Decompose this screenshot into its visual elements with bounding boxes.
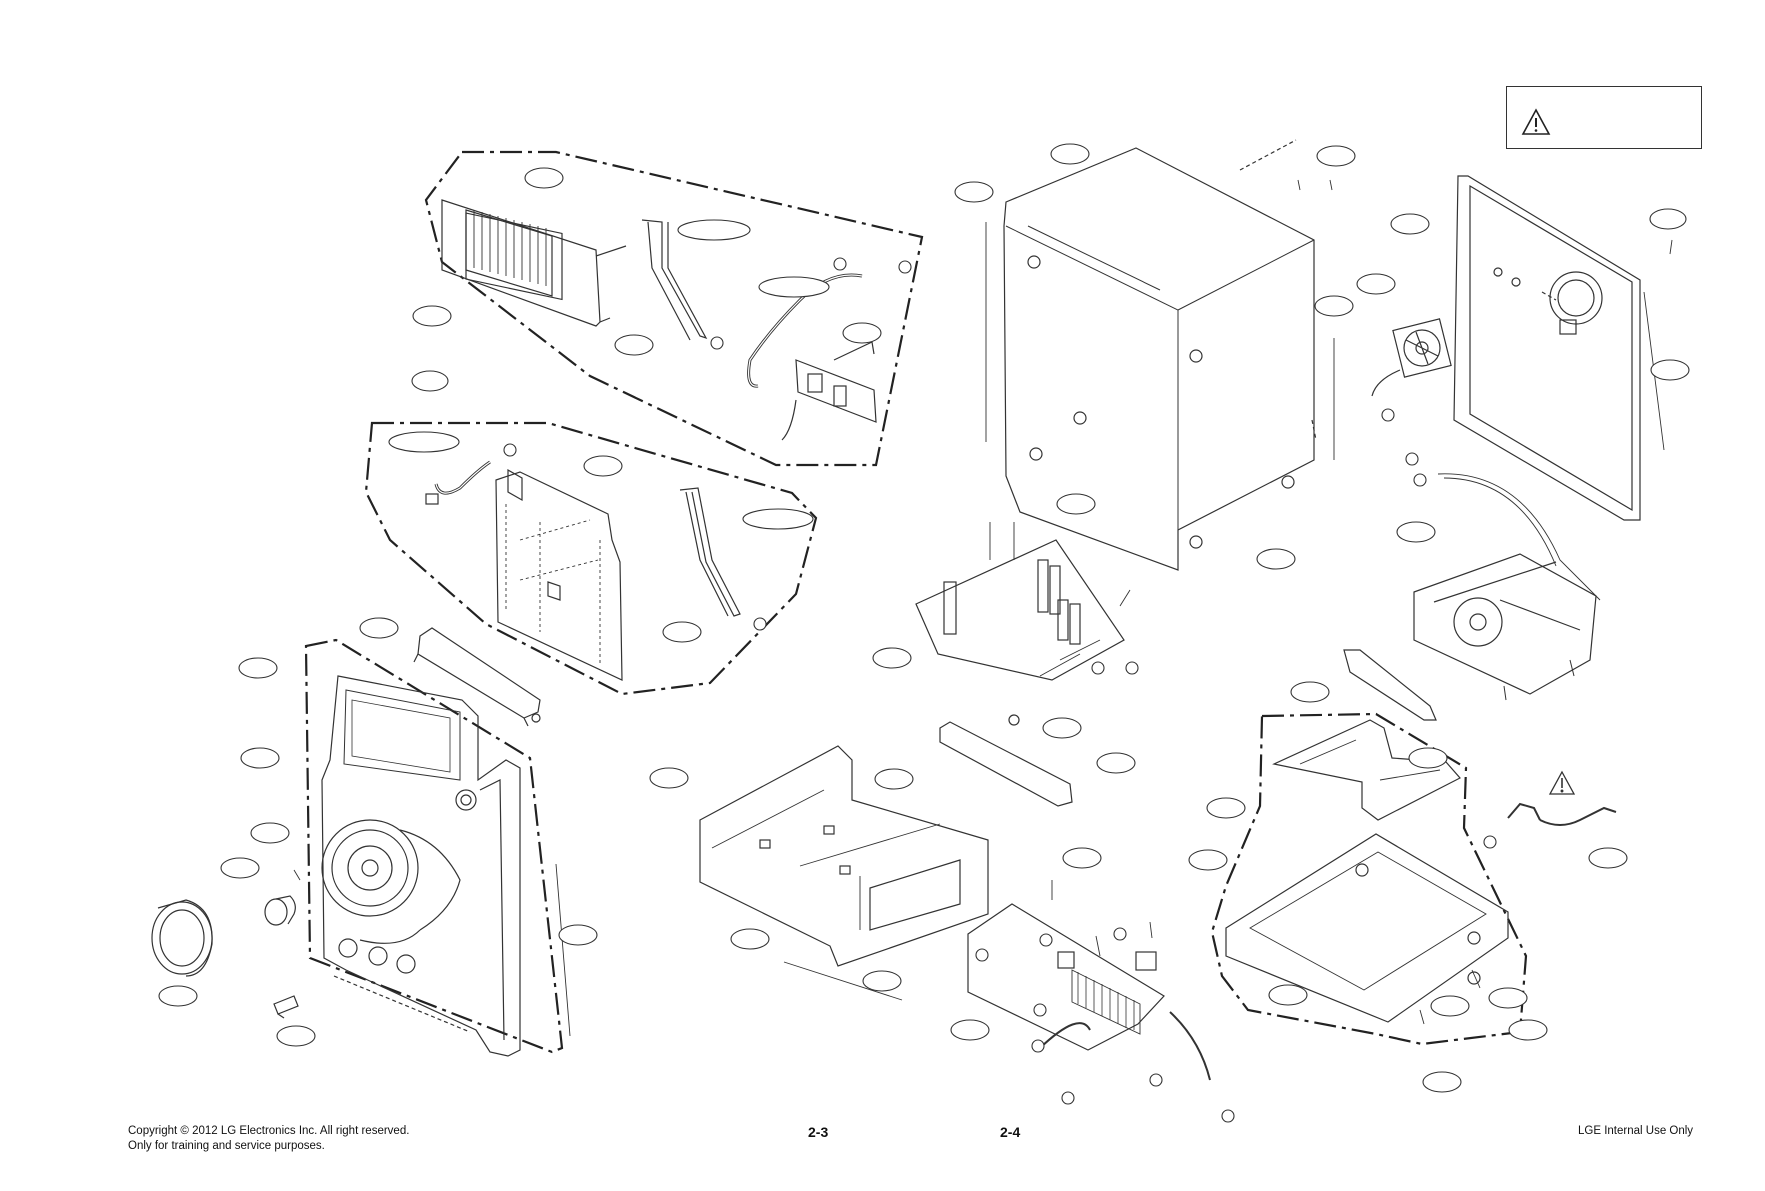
volume-knob <box>151 899 213 977</box>
display-window-bar <box>413 627 541 727</box>
page-number-right: 2-4 <box>1000 1124 1021 1140</box>
safety-notice-box <box>1506 86 1702 149</box>
harness-cable-top <box>747 273 863 388</box>
display-board-assembly <box>441 199 627 327</box>
chassis-frame <box>699 745 989 967</box>
button-shaft <box>273 995 299 1019</box>
power-board <box>967 903 1211 1081</box>
boundary-mid-pcb-group <box>364 421 818 696</box>
flat-cables-loader <box>1437 473 1601 601</box>
ribbon-cable-top <box>641 219 708 341</box>
warning-triangle-icon <box>1521 108 1551 135</box>
harness-cable-top-inner <box>748 274 863 387</box>
group-boundaries <box>304 150 1528 1054</box>
warning-triangle-icon <box>1548 770 1576 795</box>
cabinet-cover <box>1003 139 1317 571</box>
page-number-left: 2-3 <box>808 1124 829 1140</box>
ribbon-cable-mid <box>679 487 741 617</box>
amp-board <box>915 539 1125 681</box>
small-knob <box>264 895 296 926</box>
screws-and-leaders <box>293 179 1673 1037</box>
loader-front-plate <box>1343 649 1437 721</box>
copyright-notice: Copyright © 2012 LG Electronics Inc. All… <box>128 1124 409 1154</box>
front-panel-assembly <box>321 675 521 1057</box>
support-bracket <box>939 714 1073 807</box>
boundary-base-group <box>1210 712 1528 1046</box>
boundary-front-panel-group <box>304 638 564 1054</box>
copyright-line-1: Copyright © 2012 LG Electronics Inc. All… <box>128 1125 410 1137</box>
main-board-assembly <box>425 460 623 681</box>
cd-loader <box>1413 553 1597 701</box>
jack-board <box>781 341 877 441</box>
power-cord <box>1507 802 1617 826</box>
internal-use-label: LGE Internal Use Only <box>1578 1125 1694 1137</box>
back-panel <box>1453 175 1641 521</box>
base-bracket <box>1272 719 1461 821</box>
boundary-top-pcb-group <box>424 150 924 467</box>
base-chassis <box>1225 833 1509 1023</box>
copyright-line-2: Only for training and service purposes. <box>128 1140 325 1152</box>
cooling-fan <box>1371 318 1452 397</box>
